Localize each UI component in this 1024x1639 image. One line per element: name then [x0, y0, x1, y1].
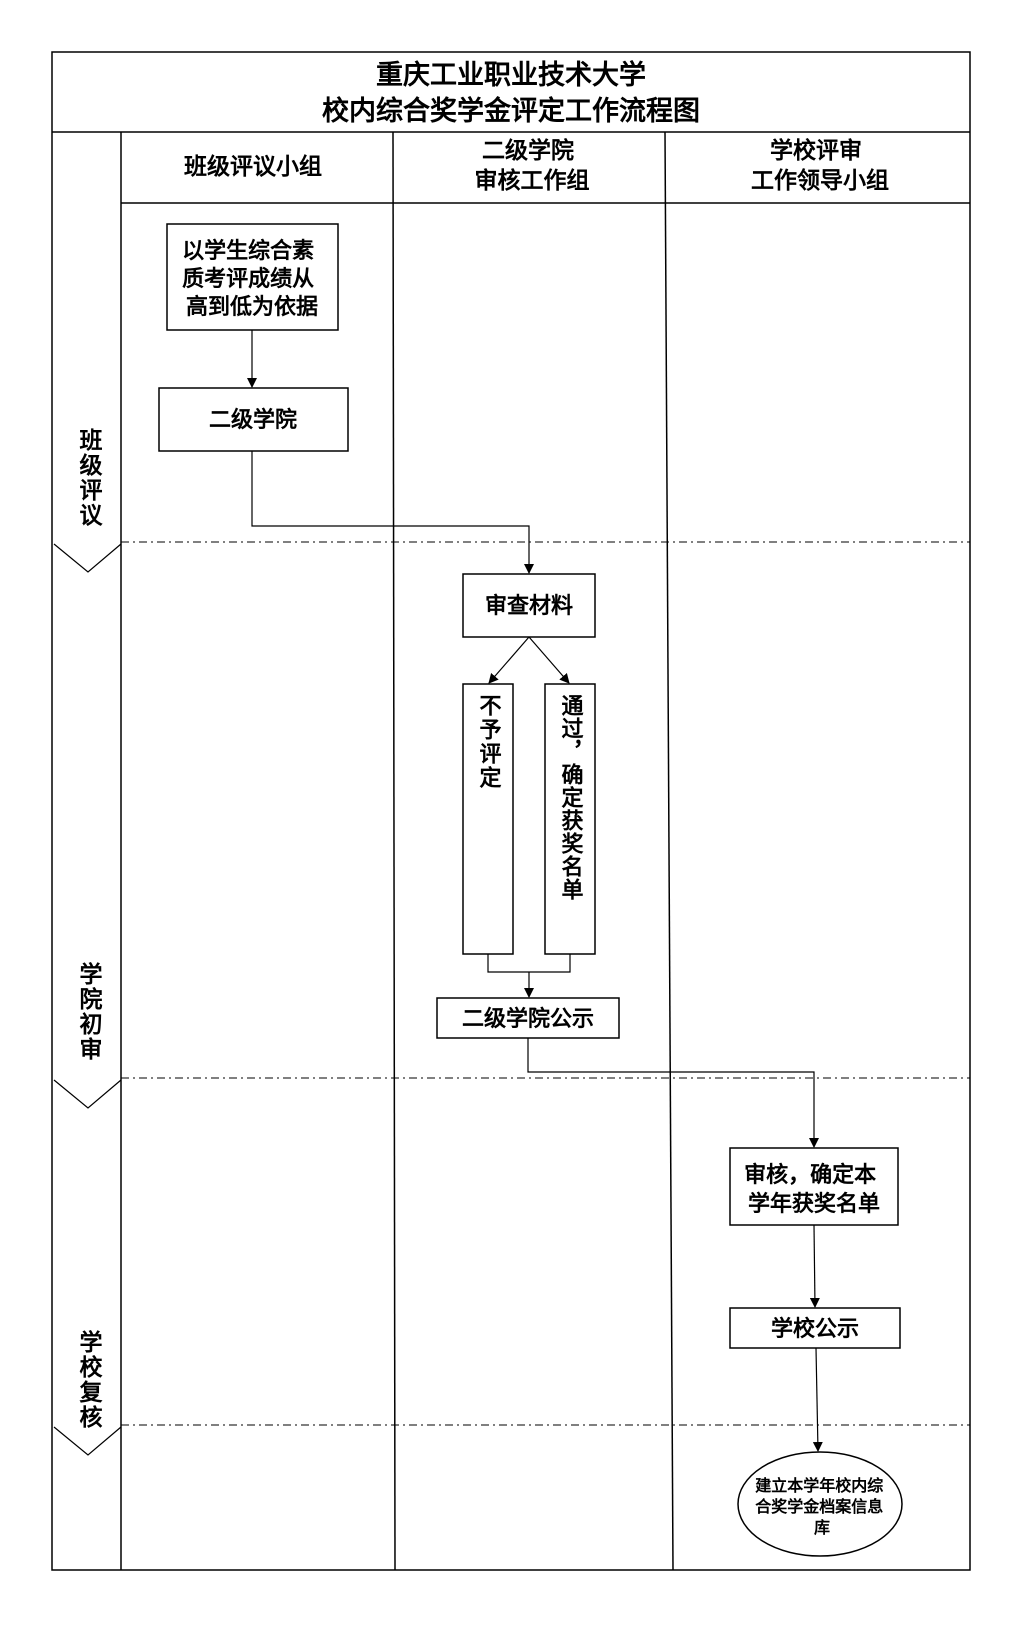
node-review-materials: 审查材料 — [462, 573, 596, 638]
phase-label-school-review: 学校复核 — [75, 1329, 104, 1430]
node-school-review-line-2: 学年获奖名单 — [748, 1191, 880, 1217]
node-to-college: 二级学院 — [158, 387, 349, 452]
phase-label-class-review: 班级评议 — [75, 428, 103, 528]
node-criteria-line-1: 以学生综合素 — [182, 238, 314, 264]
node-review-materials-text: 审查材料 — [485, 593, 573, 619]
node-review-materials-box — [462, 573, 596, 638]
node-college-publicity: 二级学院公示 — [436, 997, 620, 1039]
lane-header-school-line-2: 工作领导小组 — [751, 167, 889, 194]
node-archive-line-1: 建立本学年校内综 — [755, 1476, 883, 1495]
lane-divider-1 — [392, 131, 396, 1571]
lane-divider-2 — [664, 131, 674, 1571]
node-school-publicity-box — [729, 1307, 901, 1349]
lane-header-college-line-1: 二级学院 — [482, 137, 574, 164]
title-line-2: 校内综合奖学金评定工作流程图 — [322, 95, 700, 127]
lane-header-college-line-2: 审核工作组 — [475, 167, 590, 194]
node-criteria: 以学生综合素 质考评成绩从 高到低为依据 — [166, 223, 339, 331]
phase-chevrons — [53, 543, 122, 1456]
node-college-publicity-box — [436, 997, 620, 1039]
node-college-publicity-text: 二级学院公示 — [462, 1006, 594, 1032]
phase-label-college-review: 学院初审 — [75, 961, 103, 1062]
phase-separators — [121, 541, 970, 1426]
lane-header-school: 学校评审 工作领导小组 — [751, 137, 889, 194]
node-school-publicity: 学校公示 — [729, 1307, 901, 1349]
node-criteria-box — [166, 223, 339, 331]
lane-header-class: 班级评议小组 — [184, 153, 322, 180]
node-archive-line-3: 库 — [814, 1518, 830, 1537]
lane-header-class-line: 班级评议小组 — [184, 153, 322, 180]
node-criteria-text: 以学生综合素 质考评成绩从 高到低为依据 — [182, 238, 322, 320]
phase-chevron-1 — [53, 543, 122, 573]
node-not-rated-box — [462, 683, 514, 955]
outer-border — [51, 51, 971, 1571]
node-school-publicity-text: 学校公示 — [771, 1316, 859, 1342]
node-passed: 通过，确定获奖名单 — [544, 683, 596, 955]
node-passed-box — [544, 683, 596, 955]
arrow-publicity-to-school-review — [527, 1038, 819, 1148]
phase-chevron-2 — [53, 1079, 122, 1109]
arrow-school-review-to-publicity — [809, 1224, 820, 1308]
node-to-college-box — [158, 387, 349, 452]
title-line-1: 重庆工业职业技术大学 — [376, 59, 646, 91]
node-to-college-text: 二级学院 — [209, 407, 297, 433]
frame — [51, 51, 971, 1571]
lane-header-school-line-1: 学校评审 — [770, 137, 862, 164]
node-school-review-text: 审核，确定本 学年获奖名单 — [744, 1162, 884, 1217]
node-archive-line-2: 合奖学金档案信息 — [755, 1497, 883, 1516]
node-archive-text: 建立本学年校内综 合奖学金档案信息 库 — [755, 1476, 889, 1537]
node-not-rated-text: 不予评定 — [476, 694, 502, 790]
arrow-college-to-review — [251, 451, 534, 574]
node-not-rated: 不予评定 — [462, 683, 514, 955]
lane-header-college: 二级学院 审核工作组 — [475, 137, 590, 194]
node-passed-text: 通过，确定获奖名单 — [558, 694, 584, 901]
node-criteria-line-3: 高到低为依据 — [186, 294, 318, 320]
phase-chevron-3 — [53, 1426, 122, 1456]
arrow-review-to-passed — [528, 636, 570, 684]
connectors — [247, 330, 823, 1452]
arrow-publicity-to-archive — [812, 1347, 823, 1452]
node-school-review-box — [729, 1147, 899, 1226]
arrow-review-to-not-rated — [488, 636, 530, 684]
node-archive: 建立本学年校内综 合奖学金档案信息 库 — [737, 1451, 903, 1557]
node-archive-ellipse — [737, 1451, 903, 1557]
node-criteria-line-2: 质考评成绩从 — [182, 266, 314, 292]
connector-merge — [487, 954, 571, 973]
node-school-review-line-1: 审核，确定本 — [744, 1162, 876, 1188]
node-school-review: 审核，确定本 学年获奖名单 — [729, 1147, 899, 1226]
